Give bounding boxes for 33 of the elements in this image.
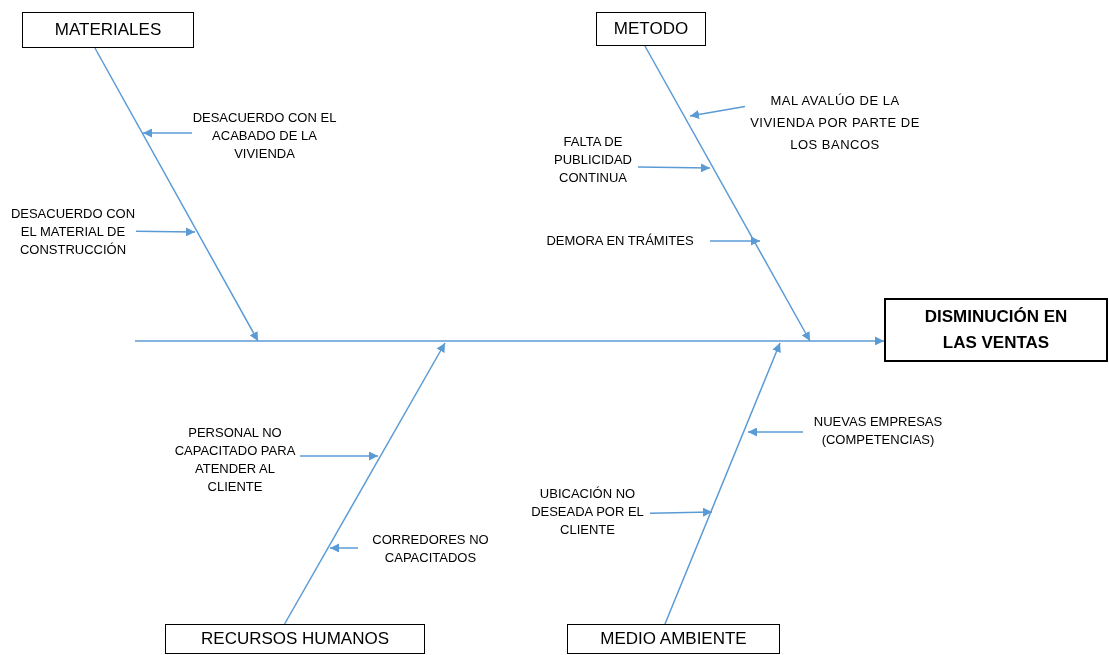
arrow xyxy=(649,507,713,517)
cause-text: DESACUERDO CON EL MATERIAL DE CONSTRUCCIÓN xyxy=(10,205,136,259)
category-label: METODO xyxy=(613,18,689,41)
effect-box xyxy=(884,298,1108,362)
arrow xyxy=(283,342,446,625)
category-label: MATERIALES xyxy=(54,19,162,42)
category-box xyxy=(165,624,425,654)
cause-text: NUEVAS EMPRESAS (COMPETENCIAS) xyxy=(812,413,944,449)
arrow xyxy=(94,47,259,342)
arrow xyxy=(637,163,711,173)
cause-text: MAL AVALÚO DE LA VIVIENDA POR PARTE DE LOS BANCOS xyxy=(749,92,921,154)
category-box xyxy=(596,12,706,46)
arrow xyxy=(142,128,193,138)
cause-text: CORREDORES NO CAPACITADOS xyxy=(371,531,490,567)
arrow xyxy=(644,45,811,342)
category-label: MEDIO AMBIENTE xyxy=(600,628,747,651)
cause-text: DESACUERDO CON EL ACABADO DE LA VIVIENDA xyxy=(192,109,337,163)
effect-label: DISMINUCIÓN EN LAS VENTAS xyxy=(923,306,1069,354)
cause-text: DEMORA EN TRÁMITES xyxy=(546,232,694,250)
arrow xyxy=(134,336,885,346)
category-box xyxy=(22,12,194,48)
cause-text: UBICACIÓN NO DESEADA POR EL CLIENTE xyxy=(530,485,645,539)
arrow xyxy=(747,427,804,437)
arrow xyxy=(299,451,379,461)
arrow xyxy=(709,236,761,246)
arrow xyxy=(135,227,196,237)
cause-text: PERSONAL NO CAPACITADO PARA ATENDER AL CLIENTE xyxy=(173,424,297,496)
category-label: RECURSOS HUMANOS xyxy=(201,628,389,651)
arrow xyxy=(329,543,359,553)
arrow xyxy=(664,342,781,625)
cause-text: FALTA DE PUBLICIDAD CONTINUA xyxy=(553,133,633,187)
arrow xyxy=(689,105,746,119)
category-box xyxy=(567,624,780,654)
